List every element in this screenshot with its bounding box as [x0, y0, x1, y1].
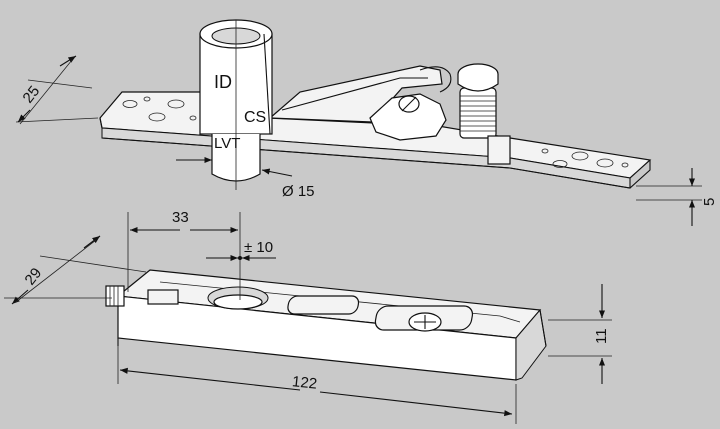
dim-plate-thickness: 5: [636, 168, 718, 226]
label-diameter-15: Ø 15: [282, 183, 315, 200]
dim-pin-diameter: Ø 15: [176, 156, 315, 200]
label-5: 5: [701, 198, 718, 206]
label-25: 25: [20, 83, 44, 107]
plate-holes-right: [541, 148, 629, 168]
dim-box-length-122: 122: [117, 346, 517, 424]
plate-holes-left: [122, 96, 197, 122]
svg-text:LVT: LVT: [214, 135, 240, 152]
label-33: 33: [172, 209, 189, 226]
label-11: 11: [593, 328, 610, 344]
label-plus-minus-10: ± 10: [244, 239, 273, 256]
svg-text:CS: CS: [244, 109, 266, 126]
dim-upper-height: 25: [15, 55, 99, 125]
adjustment-screw: [457, 63, 511, 165]
label-29: 29: [22, 265, 46, 289]
pivot-pin: ID CS LVT: [199, 19, 273, 190]
svg-text:ID: ID: [214, 72, 232, 92]
dim-box-width-29: 29: [4, 235, 147, 305]
floor-box: [105, 269, 547, 381]
dim-adjustment-10: ± 10: [206, 239, 276, 262]
label-122: 122: [291, 373, 318, 393]
dim-box-height-11: 11: [548, 284, 612, 384]
adjustment-lever: [268, 65, 452, 141]
